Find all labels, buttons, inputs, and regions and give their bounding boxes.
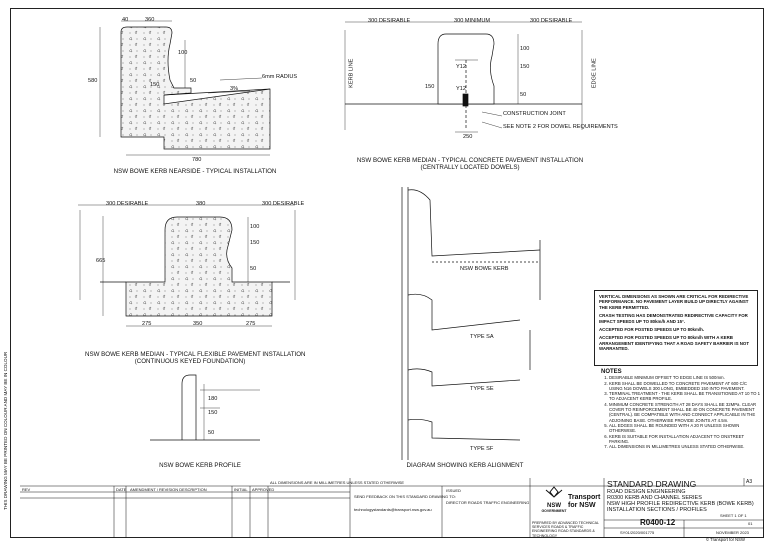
- title-line: R0300 KERB AND CHANNEL SERIES: [607, 495, 702, 501]
- note-paragraph: CRASH TESTING HAS DEMONSTRATED REDIRECTI…: [599, 313, 748, 324]
- issued-label: ISSUED: [446, 488, 461, 493]
- see-note-label: SEE NOTE 2 FOR DOWEL REQUIREMENTS: [503, 124, 618, 130]
- feedback-text: SEND FEEDBACK ON THIS STANDARD DRAWING T…: [354, 494, 456, 499]
- title-block-lines: [20, 478, 764, 538]
- edge-line-label: EDGE LINE: [591, 58, 598, 89]
- kerb-line-label: KERB LINE: [348, 58, 355, 88]
- alignment-caption: DIAGRAM SHOWING KERB ALIGNMENT: [406, 462, 524, 469]
- director-label: DIRECTOR ROADS TRAFFIC ENGINEERING: [446, 500, 530, 505]
- dim-label: Y12: [456, 64, 466, 70]
- sheet-number: SHEET 1 OF 1: [720, 513, 747, 518]
- dim-label: 300 DESIRABLE: [368, 18, 411, 24]
- dim-label: 250: [463, 134, 473, 140]
- note-item: KERB IS SUITABLE FOR INSTALLATION ADJACE…: [609, 434, 761, 445]
- note-item: ALL DIMENSIONS IN MILLIMETRES UNLESS STA…: [609, 444, 761, 449]
- waratah-icon: [545, 486, 563, 498]
- nearside-section: [99, 20, 271, 156]
- note-paragraph: ACCEPTED FOR POSTED SPEEDS UP TO 80km/h.: [599, 327, 704, 333]
- initial-header: INITIAL: [234, 487, 248, 492]
- dim-label: 50: [190, 78, 197, 84]
- dim-label: 360: [145, 17, 155, 23]
- dim-label: 50: [250, 266, 257, 272]
- concrete-median-section: [344, 21, 583, 133]
- issue-date: NOVEMBER 2023: [716, 530, 749, 535]
- type-se-label: TYPE SE: [470, 386, 494, 392]
- title-line: NSW HIGH PROFILE REDIRECTIVE KERB (BOWE …: [607, 501, 754, 507]
- side-margin-text: THIS DRAWING MAY BE PRINTED ON COLOUR AN…: [3, 351, 8, 510]
- dim-label: 100: [178, 50, 188, 56]
- dim-label: 580: [88, 78, 98, 84]
- reference-number: SY01/2020/001775: [620, 530, 655, 535]
- note-item: DESIRABLE MINIMUM OFFSET TO EDGE LINE IS…: [609, 375, 761, 380]
- type-sa-label: TYPE SA: [470, 334, 494, 340]
- dim-label: 6mm RADIUS: [262, 74, 298, 80]
- dim-label: 350: [193, 321, 203, 327]
- dim-label: 380: [196, 201, 206, 207]
- all-dims-note: ALL DIMENSIONS ARE IN MILLIMETRES UNLESS…: [270, 480, 405, 485]
- dim-label: 40: [122, 17, 129, 23]
- profile-section: [150, 374, 260, 441]
- dim-label: 150: [208, 410, 218, 416]
- title-line: ROAD DESIGN ENGINEERING: [607, 489, 686, 495]
- prepared-by: PREPARED BY ADVANCED TECHNICAL SERVICES …: [532, 521, 599, 538]
- concrete-caption-2: (CENTRALLY LOCATED DOWELS): [420, 164, 520, 171]
- nearside-caption: NSW BOWE KERB NEARSIDE - TYPICAL INSTALL…: [113, 168, 277, 175]
- general-notes: NOTES DESIRABLE MINIMUM OFFSET TO EDGE L…: [601, 369, 761, 449]
- gov-text: GOVERNMENT: [541, 509, 567, 513]
- dim-label: 50: [520, 92, 527, 98]
- dim-label: 300 DESIRABLE: [530, 18, 573, 24]
- note-item: KERB SHALL BE DOWELLED TO CONCRETE PAVEM…: [609, 381, 761, 392]
- revision-number: 01: [748, 521, 753, 526]
- drawing-number: R0400-12: [640, 518, 676, 527]
- note-item: MINIMUM CONCRETE STRENGTH AT 28 DAYS SHA…: [609, 402, 761, 423]
- note-item: TERMINAL TREATMENT - THE KERB SHALL BE T…: [609, 391, 761, 402]
- dim-label: 780: [192, 157, 202, 163]
- nsw-logo: NSW GOVERNMENT: [540, 486, 568, 514]
- profile-caption: NSW BOWE KERB PROFILE: [159, 462, 241, 469]
- dim-label: 300 DESIRABLE: [262, 201, 305, 207]
- approved-header: APPROVED: [252, 487, 275, 492]
- date-header: DATE: [116, 487, 127, 492]
- feedback-email[interactable]: technologystandards@transport.nsw.gov.au: [354, 507, 432, 512]
- dim-label: 275: [142, 321, 152, 327]
- note-paragraph: VERTICAL DIMENSIONS AS SHOWN ARE CRITICA…: [599, 294, 749, 310]
- description-header: AMENDMENT / REVISION DESCRIPTION: [130, 487, 207, 492]
- copyright-text: © Transport for NSW: [706, 537, 745, 542]
- flexible-median-section: [78, 204, 296, 327]
- note-item: ALL EDGES SHALL BE ROUNDED WITH A 20 R U…: [609, 423, 761, 434]
- transport-logo-text: Transport for NSW: [568, 494, 601, 509]
- dim-label: 180: [208, 396, 218, 402]
- dim-label: 275: [246, 321, 256, 327]
- alignment-diagram: [401, 187, 541, 460]
- nsw-bowe-kerb-label: NSW BOWE KERB: [460, 266, 509, 272]
- title-line: INSTALLATION SECTIONS / PROFILES: [607, 507, 707, 513]
- note-paragraph: ACCEPTED FOR POSTED SPEEDS UP TO 80km/h …: [599, 335, 750, 352]
- dim-label: 3%: [230, 86, 239, 92]
- sheet-size: A3: [746, 479, 753, 485]
- dim-label: 100: [250, 224, 260, 230]
- nsw-text: NSW: [547, 503, 561, 509]
- rev-header: REV: [22, 487, 31, 492]
- concrete-caption-1: NSW BOWE KERB MEDIAN - TYPICAL CONCRETE …: [356, 157, 584, 164]
- dim-label: 150: [520, 64, 530, 70]
- dim-label: Y12: [456, 86, 466, 92]
- drawing-sheet: [10, 8, 764, 538]
- dim-label: 150: [150, 82, 160, 88]
- dim-label: 150: [425, 84, 435, 90]
- dim-label: 300 DESIRABLE: [106, 201, 149, 207]
- dim-label: 150: [250, 240, 260, 246]
- flexible-caption-1: NSW BOWE KERB MEDIAN - TYPICAL FLEXIBLE …: [85, 351, 306, 358]
- critical-note-box: VERTICAL DIMENSIONS AS SHOWN ARE CRITICA…: [594, 290, 758, 366]
- dim-label: 100: [520, 46, 530, 52]
- dim-label: 50: [208, 430, 215, 436]
- dim-label: 665: [96, 258, 106, 264]
- flexible-caption-2: (CONTINUOUS KEYED FOUNDATION): [134, 358, 246, 365]
- notes-heading: NOTES: [601, 369, 622, 375]
- dim-label: 300 MINIMUM: [454, 18, 491, 24]
- construction-joint-label: CONSTRUCTION JOINT: [503, 111, 566, 117]
- standard-drawing-title: STANDARD DRAWING: [607, 479, 697, 489]
- type-sf-label: TYPE SF: [470, 446, 494, 452]
